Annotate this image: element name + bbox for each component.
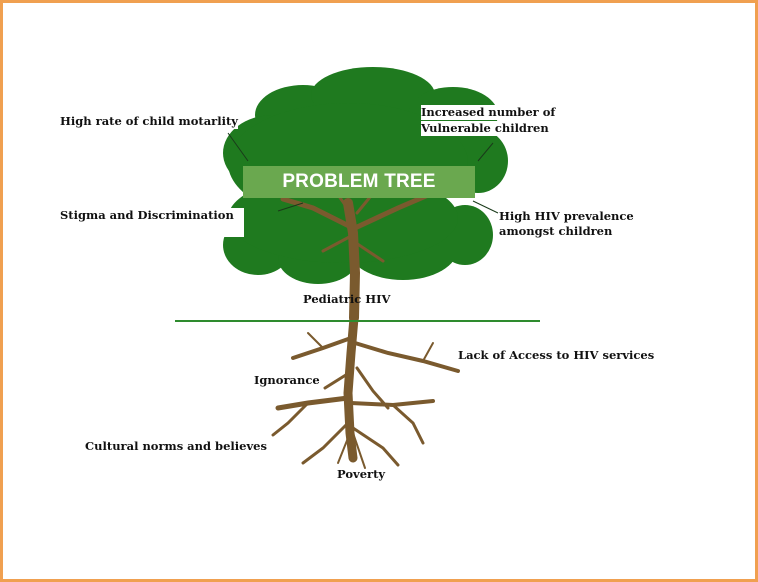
cause-cultural: Cultural norms and believes — [85, 439, 267, 453]
effect-vulnerable-children-line2: Vulnerable children — [421, 121, 549, 136]
cause-access: Lack of Access to HIV services — [458, 348, 655, 362]
effect-prevalence-line1: High HIV prevalence — [499, 209, 634, 224]
effect-child-mortality: High rate of child motarlity — [60, 114, 238, 129]
effect-stigma: Stigma and Discrimination — [60, 208, 244, 237]
cause-ignorance: Ignorance — [254, 373, 320, 387]
effect-prevalence-line2: amongst children — [499, 224, 613, 239]
tree-roots — [271, 313, 460, 469]
core-problem-label: Pediatric HIV — [303, 292, 391, 306]
effect-vulnerable-children-line1: Increased number of — [421, 105, 556, 120]
connector-lines — [227, 132, 499, 214]
banner-title: PROBLEM TREE — [282, 171, 436, 192]
problem-tree-banner — [243, 166, 475, 198]
cause-poverty: Poverty — [337, 467, 386, 481]
tree-illustration — [175, 67, 540, 469]
